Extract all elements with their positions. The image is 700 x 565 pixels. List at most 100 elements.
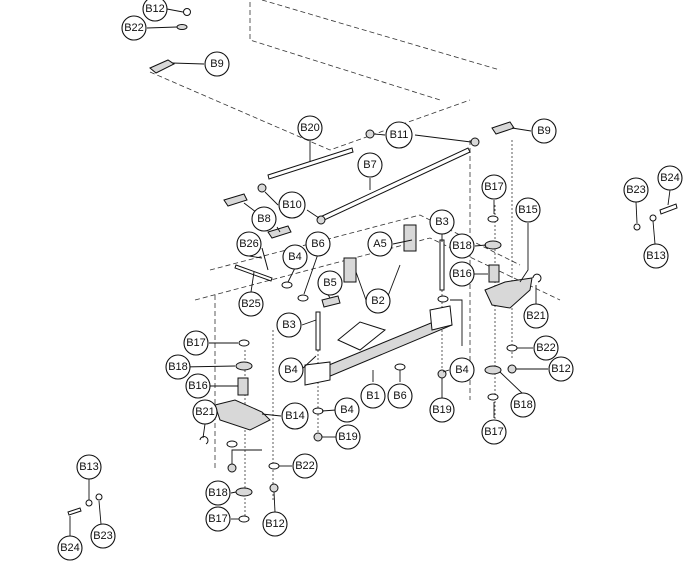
callout-b19-center: B19 xyxy=(335,424,361,450)
part-b22-washer-top xyxy=(176,24,188,30)
part-b4-washer-center xyxy=(312,407,324,415)
part-b17-washer-right-top xyxy=(487,215,499,223)
callout-labels: B12 B22 B9 B20 B11 B9 B7 B17 B15 B10 B8 … xyxy=(57,0,683,561)
part-b14-spindle xyxy=(214,399,271,431)
svg-text:B4: B4 xyxy=(288,251,301,263)
svg-text:B8: B8 xyxy=(257,213,270,225)
part-b8-rod-end-a xyxy=(223,193,248,207)
part-b3-bolt-right xyxy=(439,239,445,291)
callout-b18-left-top: B18 xyxy=(165,354,191,380)
part-b10-nut-a xyxy=(257,183,267,193)
svg-text:B12: B12 xyxy=(145,3,165,15)
callout-b4-top: B4 xyxy=(282,244,308,270)
svg-text:B18: B18 xyxy=(452,240,472,252)
part-b9-rod-end-right xyxy=(491,121,515,135)
part-b16-bushing-left xyxy=(237,377,249,396)
svg-text:B25: B25 xyxy=(241,298,261,310)
part-b24-bolt-left xyxy=(67,507,82,516)
svg-text:B4: B4 xyxy=(340,404,353,416)
callout-b3-left: B3 xyxy=(276,312,302,338)
part-b18-bearing-right-bottom xyxy=(484,365,502,375)
callout-b17-bottom: B17 xyxy=(205,506,231,532)
callout-b6-bottom: B6 xyxy=(387,383,413,409)
callout-b22-top: B22 xyxy=(121,15,147,41)
svg-text:B7: B7 xyxy=(363,159,376,171)
svg-text:B6: B6 xyxy=(311,238,324,250)
part-b12-nut-right xyxy=(507,364,517,374)
callout-b20: B20 xyxy=(297,115,323,141)
callout-b5: B5 xyxy=(317,270,343,296)
svg-text:B23: B23 xyxy=(93,530,113,542)
part-b11-nut-left xyxy=(365,129,375,139)
part-b20-tie-rod xyxy=(267,147,354,180)
svg-text:B2: B2 xyxy=(371,295,384,307)
part-b2-plate xyxy=(337,321,387,351)
svg-text:B26: B26 xyxy=(239,238,259,250)
callout-b23-right: B23 xyxy=(623,177,649,203)
part-b11-nut-right xyxy=(470,137,480,147)
callout-b8: B8 xyxy=(251,206,277,232)
callout-b17-left-top: B17 xyxy=(183,330,209,356)
callout-b13-right: B13 xyxy=(643,243,669,269)
callout-b1: B1 xyxy=(360,383,386,409)
callout-b18-bottom: B18 xyxy=(205,480,231,506)
part-b12-nut-bottom xyxy=(227,463,237,473)
svg-text:B4: B4 xyxy=(284,364,297,376)
svg-text:B17: B17 xyxy=(186,337,206,349)
part-b12-nut-left-lower xyxy=(269,483,279,493)
part-b6-washer-a xyxy=(297,294,309,302)
part-b17-washer-right-bottom xyxy=(487,393,499,401)
part-b4-washer-left-lower xyxy=(226,440,238,448)
parts xyxy=(67,8,678,523)
svg-text:B17: B17 xyxy=(484,426,504,438)
callout-b13-left: B13 xyxy=(76,454,102,480)
svg-text:B15: B15 xyxy=(518,204,538,216)
part-b16-bushing-right xyxy=(488,264,500,283)
part-b1-bracket-left xyxy=(304,361,331,386)
svg-text:B18: B18 xyxy=(168,361,188,373)
part-b15-spindle xyxy=(484,277,533,309)
part-b3-bolt-left xyxy=(315,311,321,351)
part-a5-springs xyxy=(343,224,417,283)
part-b18-bearing-right-top xyxy=(484,240,502,250)
callout-b4-center: B4 xyxy=(334,397,360,423)
callout-b4-left: B4 xyxy=(278,357,304,383)
callout-b25: B25 xyxy=(238,291,264,317)
callout-b9-left: B9 xyxy=(204,51,230,77)
callout-b17-right-top: B17 xyxy=(481,174,507,200)
part-b18-bearing-left-top xyxy=(235,361,253,371)
callout-b24-right: B24 xyxy=(657,165,683,191)
part-b17-washer-left-top xyxy=(238,339,250,347)
callout-b24-left: B24 xyxy=(57,535,83,561)
callout-b4-right: B4 xyxy=(449,357,475,383)
part-b9-rod-end-left xyxy=(149,59,175,74)
callout-b7: B7 xyxy=(357,152,383,178)
svg-text:B21: B21 xyxy=(526,310,546,322)
callout-b17-right-bottom: B17 xyxy=(481,419,507,445)
part-b1-axle-beam xyxy=(311,315,453,383)
callout-b21-right: B21 xyxy=(523,303,549,329)
svg-text:B3: B3 xyxy=(282,319,295,331)
svg-text:B18: B18 xyxy=(513,399,533,411)
callout-b18-right-bottom: B18 xyxy=(510,392,536,418)
callout-b2: B2 xyxy=(365,288,391,314)
part-b4-washer-a xyxy=(281,281,293,289)
svg-text:B10: B10 xyxy=(282,199,302,211)
svg-text:B9: B9 xyxy=(537,125,550,137)
svg-text:B18: B18 xyxy=(208,487,228,499)
callout-b10: B10 xyxy=(278,191,306,219)
svg-text:B22: B22 xyxy=(536,342,556,354)
callout-b16-left: B16 xyxy=(185,373,211,399)
part-b12-nut-top xyxy=(183,8,191,16)
svg-text:B13: B13 xyxy=(79,461,99,473)
callout-b11: B11 xyxy=(385,121,413,149)
callout-b12-top: B12 xyxy=(142,0,168,22)
callout-b22-right: B22 xyxy=(533,335,559,361)
callout-b12-bottom: B12 xyxy=(262,511,288,537)
svg-text:B12: B12 xyxy=(265,518,285,530)
svg-text:B5: B5 xyxy=(323,277,336,289)
svg-text:B11: B11 xyxy=(390,129,409,141)
svg-text:B17: B17 xyxy=(208,513,228,525)
part-b23-washer-left xyxy=(95,493,103,501)
